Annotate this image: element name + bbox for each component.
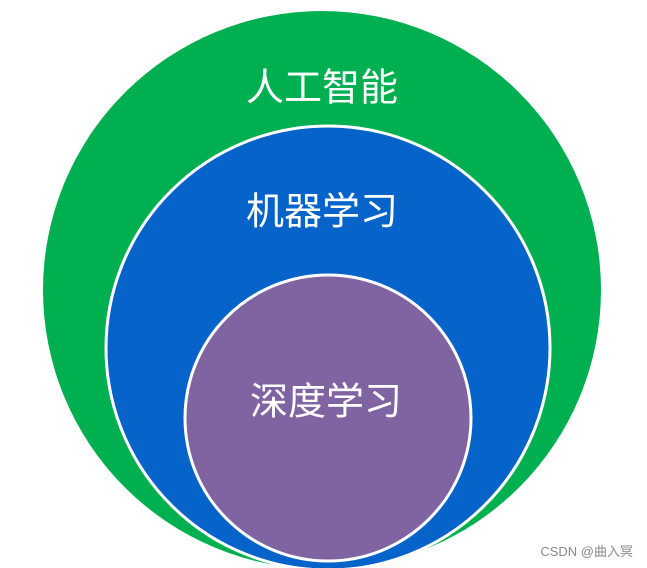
middle-label: 机器学习 — [246, 190, 398, 234]
outer-label: 人工智能 — [246, 66, 398, 110]
watermark: CSDN @曲入冥 — [540, 544, 633, 559]
inner-circle-dl — [183, 273, 473, 563]
inner-label: 深度学习 — [250, 380, 402, 424]
